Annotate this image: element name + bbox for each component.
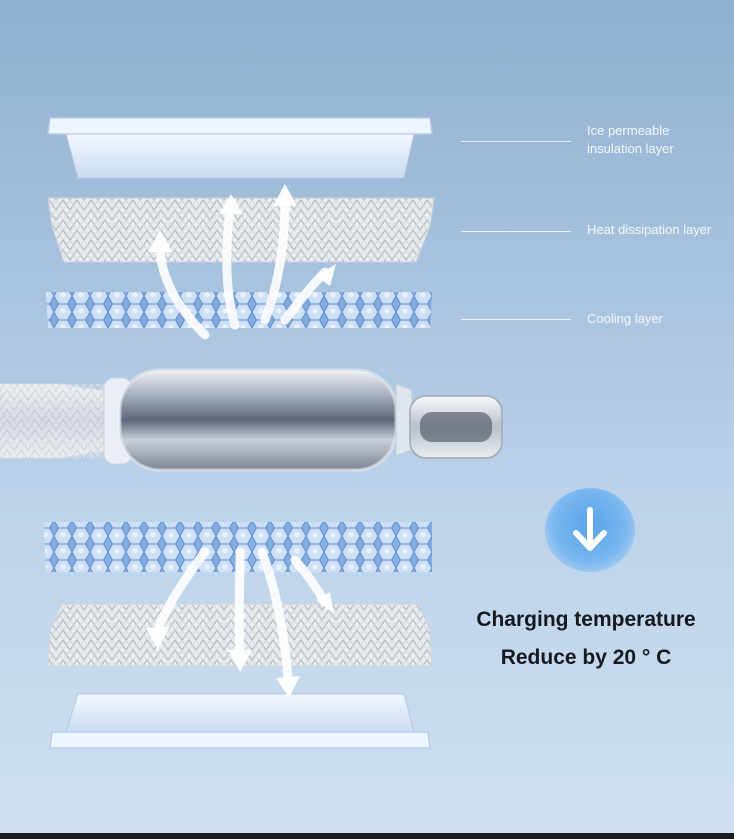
usb-c-cable: [0, 368, 503, 472]
headline-line-2: Reduce by 20 ° C: [500, 646, 672, 669]
cooling-layer-leader-line: [461, 319, 571, 320]
bottom-edge-bar: [0, 833, 734, 839]
ice-layer-leader-line: [461, 141, 571, 142]
temperature-badge: [545, 488, 635, 572]
down-arrow-icon: [573, 507, 607, 551]
heat-layer-leader-line: [461, 231, 571, 232]
headline-line-1: Charging temperature: [476, 608, 696, 631]
ice-insulation-layer-bottom: [49, 693, 431, 749]
cooling-layer-top: [46, 292, 432, 328]
heat-dissipation-layer-top: [47, 197, 435, 263]
heat-dissipation-label: Heat dissipation layer: [587, 222, 712, 237]
ice-insulation-layer-top: [47, 117, 433, 179]
ice-insulation-label: Ice permeable insulation layer: [587, 123, 674, 156]
cooling-layer-bottom: [44, 522, 432, 572]
cooling-layer-label: Cooling layer: [587, 311, 663, 326]
